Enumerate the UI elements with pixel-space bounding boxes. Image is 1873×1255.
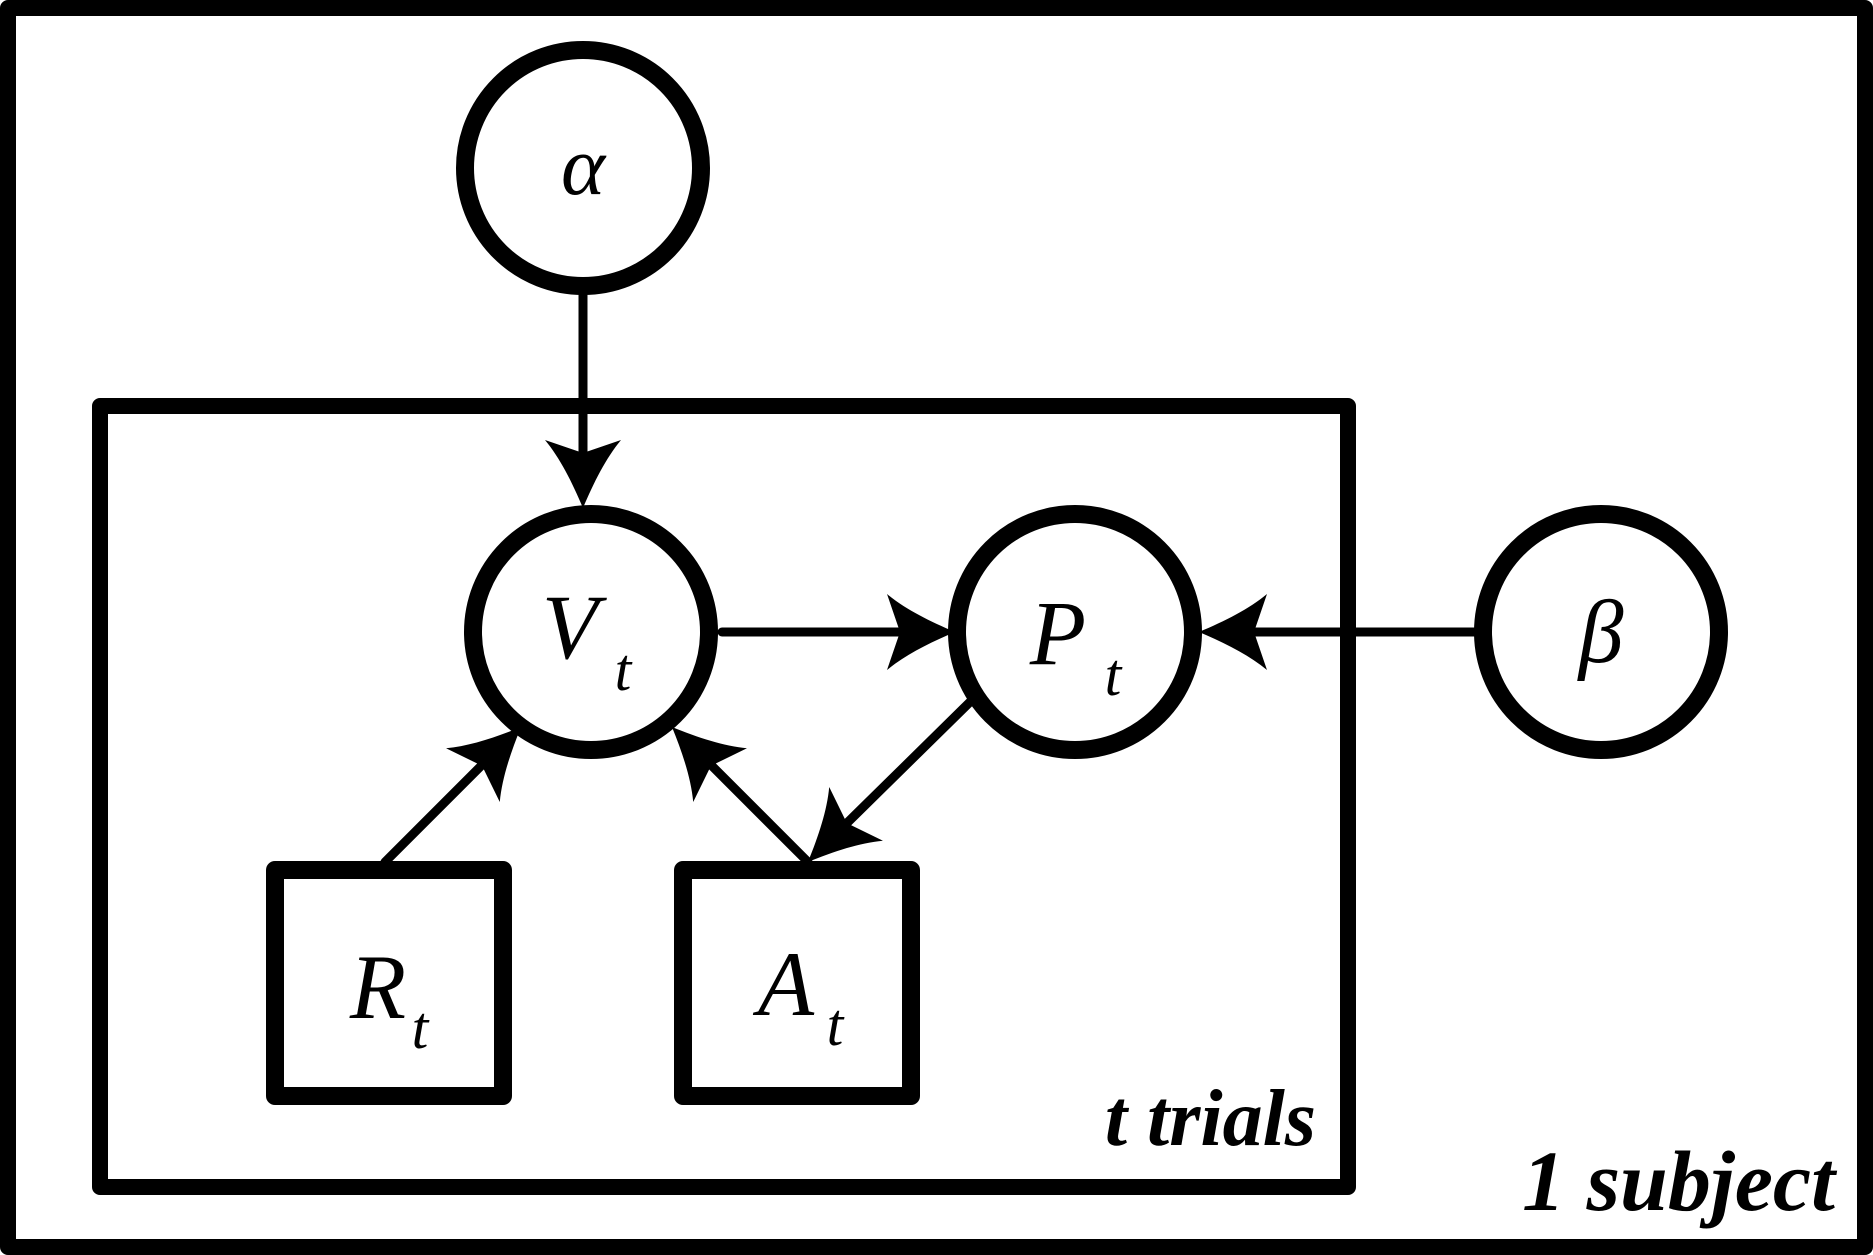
node-a: A t	[674, 861, 920, 1105]
edge-beta-to-p	[1199, 594, 1483, 670]
node-beta: β	[1474, 505, 1728, 759]
node-alpha-symbol: α	[561, 120, 607, 213]
edge-p-to-a	[781, 696, 976, 889]
edge-v-to-p	[717, 594, 955, 670]
plate-subject-label: 1 subject	[1522, 1133, 1838, 1229]
node-beta-symbol: β	[1577, 583, 1624, 682]
node-p-symbol: P	[1029, 582, 1086, 684]
plate-trials	[92, 398, 1356, 1195]
node-v: V t	[464, 505, 718, 759]
node-alpha: α	[456, 41, 710, 295]
node-r-symbol: R	[349, 936, 406, 1038]
node-r-subscript: t	[412, 995, 430, 1061]
node-v-symbol: V	[542, 576, 608, 678]
node-a-subscript: t	[827, 992, 845, 1058]
node-r: R t	[266, 861, 512, 1105]
node-p: P t	[948, 505, 1202, 759]
node-a-symbol: A	[752, 933, 815, 1035]
edge-a-to-v	[645, 700, 813, 867]
edge-alpha-to-v	[545, 290, 621, 508]
node-p-subscript: t	[1105, 642, 1123, 708]
edge-r-to-v	[380, 700, 548, 867]
plate-trials-label: t trials	[1105, 1075, 1316, 1163]
node-v-subscript: t	[615, 637, 633, 703]
